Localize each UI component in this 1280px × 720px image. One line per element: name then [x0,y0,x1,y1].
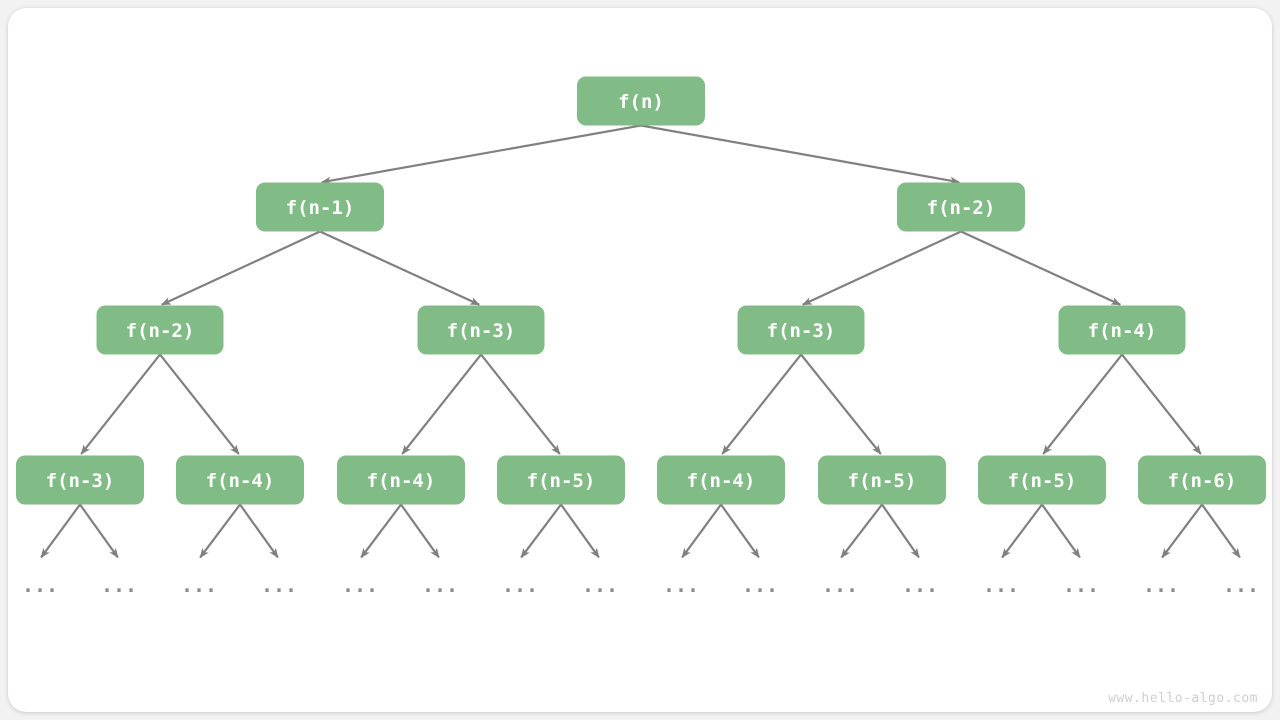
tree-node[interactable]: f(n-5) [978,455,1106,505]
tree-node[interactable]: f(n-3) [16,455,144,505]
tree-node[interactable]: f(n-1) [256,182,384,232]
tree-leaf-ellipsis: ... [422,573,458,597]
tree-node-label: f(n-5) [527,470,596,492]
tree-node-label: f(n-2) [927,197,996,219]
tree-leaf-edge [560,503,600,559]
tree-node-label: f(n-4) [367,470,436,492]
tree-edge [801,230,962,306]
tree-node[interactable]: f(n-4) [1058,305,1186,355]
tree-leaf-edge [881,503,920,559]
tree-leaf-edge [520,503,562,559]
tree-edge [319,230,481,306]
tree-leaf-ellipsis: ... [181,573,217,597]
tree-node-label: f(n-5) [1008,470,1077,492]
tree-leaf-edge [40,503,81,559]
tree-leaf-ellipsis: ... [1063,573,1099,597]
tree-edge [1042,353,1123,455]
tree-node-box [577,76,705,126]
tree-node[interactable]: f(n-2) [96,305,224,355]
tree-node[interactable]: f(n-2) [897,182,1025,232]
tree-leaf-ellipsis: ... [822,573,858,597]
tree-node-box [337,455,465,505]
tree-leaf-ellipsis: ... [502,573,538,597]
tree-node[interactable]: f(n-4) [176,455,304,505]
tree-node-box [1138,455,1266,505]
tree-node-box [897,182,1025,232]
tree-leaf-edge [239,503,279,559]
tree-leaf-edge [1201,503,1241,559]
tree-node[interactable]: f(n-3) [737,305,865,355]
tree-edge [80,353,161,455]
tree-node[interactable]: f(n-5) [497,455,625,505]
leaves-layer: ........................................… [22,573,1259,597]
tree-node-label: f(n-5) [848,470,917,492]
tree-leaf-ellipsis: ... [101,573,137,597]
tree-node-label: f(n-4) [1088,320,1157,342]
tree-leaf-edge [1041,503,1081,559]
tree-leaf-edge [400,503,440,559]
tree-node-label: f(n-3) [767,320,836,342]
tree-node-box [737,305,865,355]
tree-node-box [978,455,1106,505]
tree-leaf-edge [1001,503,1043,559]
tree-node-box [818,455,946,505]
tree-edge [160,230,321,306]
watermark: www.hello-algo.com [1108,691,1258,706]
tree-node[interactable]: f(n) [577,76,705,126]
tree-node-box [417,305,545,355]
tree-edge [1121,353,1202,455]
tree-node-label: f(n-3) [46,470,115,492]
tree-node-label: f(n-6) [1168,470,1237,492]
tree-node-box [176,455,304,505]
tree-leaf-edge [79,503,119,559]
tree-leaf-ellipsis: ... [22,573,58,597]
tree-leaf-ellipsis: ... [342,573,378,597]
tree-leaf-edge [1161,503,1203,559]
tree-leaf-ellipsis: ... [983,573,1019,597]
tree-leaf-ellipsis: ... [742,573,778,597]
tree-leaf-edge [840,503,883,559]
tree-edge [480,353,561,455]
tree-leaf-edge [360,503,402,559]
tree-node[interactable]: f(n-4) [337,455,465,505]
tree-node-label: f(n) [618,91,664,113]
tree-leaf-ellipsis: ... [663,573,699,597]
tree-node-box [657,455,785,505]
tree-leaf-ellipsis: ... [902,573,938,597]
tree-edge [320,124,642,185]
tree-leaf-ellipsis: ... [1143,573,1179,597]
tree-node-box [16,455,144,505]
tree-leaf-edge [199,503,241,559]
tree-node[interactable]: f(n-3) [417,305,545,355]
tree-edge [401,353,482,455]
tree-edge [800,353,882,455]
tree-node-label: f(n-4) [687,470,756,492]
nodes-layer: f(n) f(n-1) f(n-2) f(n-2) f(n-3) f(n-3) f(n-4)… [16,76,1266,505]
tree-node-box [96,305,224,355]
tree-node-label: f(n-2) [126,320,195,342]
tree-leaf-ellipsis: ... [1223,573,1259,597]
tree-edge [960,230,1122,306]
tree-node-label: f(n-4) [206,470,275,492]
tree-leaf-ellipsis: ... [582,573,618,597]
tree-node-label: f(n-1) [286,197,355,219]
tree-node[interactable]: f(n-4) [657,455,785,505]
tree-edge [640,124,961,185]
tree-node[interactable]: f(n-6) [1138,455,1266,505]
tree-node-label: f(n-3) [447,320,516,342]
tree-leaf-edge [681,503,722,559]
tree-node-box [497,455,625,505]
tree-node-box [1058,305,1186,355]
tree-edge [721,353,802,455]
tree-edge [159,353,240,455]
tree-leaf-edge [720,503,760,559]
tree-leaf-ellipsis: ... [261,573,297,597]
edges-layer [40,124,1241,559]
tree-node-box [256,182,384,232]
tree-node[interactable]: f(n-5) [818,455,946,505]
